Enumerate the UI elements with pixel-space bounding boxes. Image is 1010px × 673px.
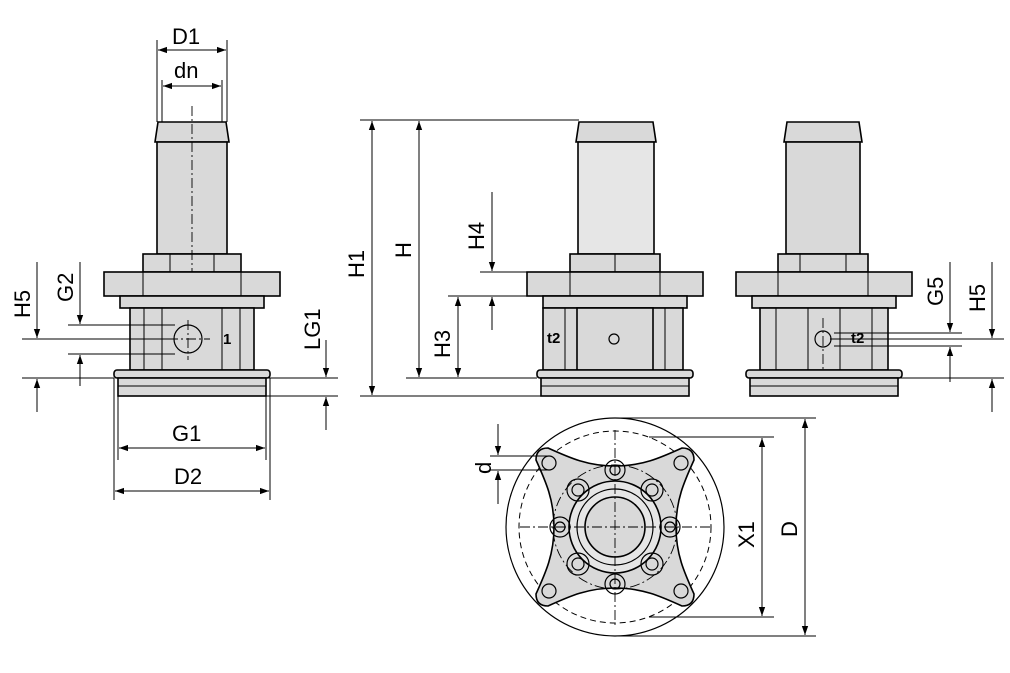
front-flange xyxy=(103,271,281,297)
side-base xyxy=(540,377,690,397)
front-dimensions: D1 dn H5 G2 LG1 G1 D2 xyxy=(10,24,338,500)
top-view xyxy=(505,417,725,637)
dim-H1: H1 xyxy=(344,250,369,278)
front-flange-lip xyxy=(119,295,265,309)
right-view: t2 xyxy=(735,121,913,397)
side-base-ring xyxy=(536,369,694,379)
side-port-label: t2 xyxy=(547,330,560,347)
dim-H: H xyxy=(391,242,416,258)
dim-LG1: LG1 xyxy=(300,308,325,350)
right-base xyxy=(749,377,899,397)
dim-H4: H4 xyxy=(464,222,489,250)
dim-D: D xyxy=(777,521,802,537)
right-base-ring xyxy=(745,369,903,379)
right-dimensions: G5 H5 xyxy=(830,262,1004,412)
side-nozzle-tube xyxy=(577,141,655,255)
dim-H5-right: H5 xyxy=(965,284,990,312)
side-valve-center xyxy=(576,307,654,371)
right-nozzle-tube xyxy=(785,141,861,255)
side-nozzle-tip xyxy=(575,121,657,143)
side-dimensions: H1 H H4 H3 xyxy=(344,119,579,397)
dim-D1: D1 xyxy=(172,24,200,49)
front-port-label: 1 xyxy=(223,331,231,348)
right-flange-lip xyxy=(751,295,897,309)
top-dimensions: d X1 D xyxy=(471,417,816,637)
dim-dn: dn xyxy=(174,58,198,83)
top-mount-hole xyxy=(541,583,557,599)
dim-d: d xyxy=(471,462,496,474)
front-base xyxy=(117,377,267,397)
top-mount-hole xyxy=(673,455,689,471)
dim-X1: X1 xyxy=(734,521,759,548)
top-mount-hole xyxy=(673,583,689,599)
front-base-ring xyxy=(113,369,271,379)
top-screws xyxy=(549,459,681,595)
dim-G5: G5 xyxy=(923,277,948,306)
front-view: 1 xyxy=(103,106,281,397)
right-flange xyxy=(735,271,913,297)
dim-H5-left: H5 xyxy=(10,290,35,318)
right-hex-nut xyxy=(777,253,869,273)
dim-H3: H3 xyxy=(430,330,455,358)
dim-D2: D2 xyxy=(174,464,202,489)
side-flange-lip xyxy=(542,295,688,309)
side-port-circle xyxy=(608,333,620,345)
side-flange xyxy=(526,271,704,297)
dim-G1: G1 xyxy=(172,421,201,446)
dim-G2: G2 xyxy=(53,273,78,302)
side-view: t2 xyxy=(526,121,704,397)
right-nozzle-tip xyxy=(783,121,863,143)
